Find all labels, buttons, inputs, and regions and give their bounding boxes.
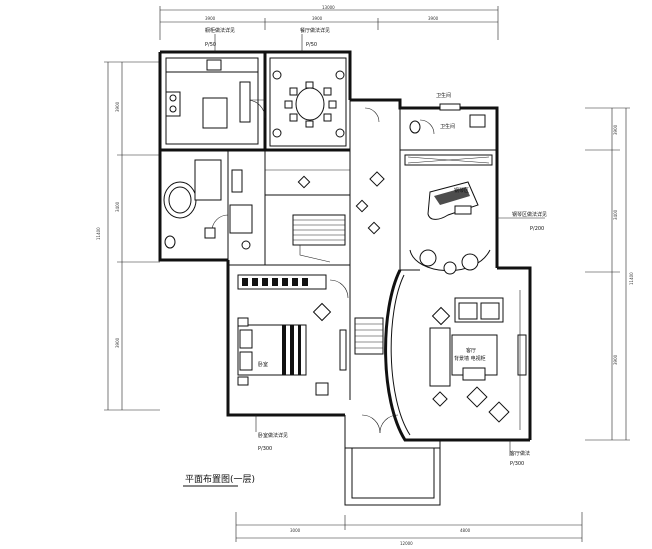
living-center-label: 背景墙 电视柜: [454, 355, 486, 362]
dim-right-seg-3: 3900: [613, 354, 618, 365]
bedroom-code: P/300: [258, 446, 272, 452]
left-dimension-lines: 11400 3900 3400 3900: [96, 61, 160, 411]
dining-callout: 餐厅做法详见: [300, 27, 330, 34]
hall-fixtures: [265, 169, 385, 235]
dining-code: P/50: [306, 42, 317, 48]
dining-plant-icon: [272, 70, 345, 138]
kitchen-callout: 橱柜做法详见: [205, 27, 235, 34]
bathroom: [163, 159, 253, 250]
living-room-label: 客厅: [466, 347, 476, 354]
dim-top-overall: 13000: [322, 5, 335, 10]
piano-callout: 钢琴区做法详见: [512, 211, 547, 218]
dining-room: [269, 57, 347, 147]
top-dimension-lines: 13000 3900 3900 3900: [159, 5, 499, 40]
right-dimension-lines: 11400 3900 3400 3900: [585, 107, 634, 441]
piano-room: [404, 103, 493, 275]
bedroom-chair: [315, 382, 329, 396]
kitchen-sink: [206, 59, 222, 71]
kitchen-island: [202, 97, 228, 129]
dim-left-overall: 11400: [96, 227, 101, 240]
staircase: [292, 214, 384, 355]
dim-right-overall: 11400: [629, 272, 634, 285]
dim-top-seg-3: 3900: [428, 16, 439, 21]
bedroom-callout: 卧室做法详见: [258, 432, 288, 439]
dim-left-seg-1: 3900: [115, 101, 120, 112]
piano-room-label: 钢琴区: [454, 187, 469, 194]
dim-right-seg-2: 3400: [613, 209, 618, 220]
dim-top-seg-1: 3900: [205, 16, 216, 21]
bottom-dimension-lines: 3000 4800 12000: [235, 512, 583, 546]
dining-table: [295, 87, 325, 121]
tv-cabinet: [517, 334, 527, 376]
dim-bottom-seg-2: 4800: [460, 528, 471, 533]
dim-bottom-overall: 12000: [400, 541, 413, 546]
dim-right-seg-1: 3900: [613, 124, 618, 135]
dim-left-seg-2: 3400: [115, 201, 120, 212]
interior-walls: [160, 52, 497, 442]
living-code: P/300: [510, 461, 524, 467]
vanity: [231, 169, 243, 193]
top-room-label: 卫生间: [440, 123, 455, 130]
drawing-title: 平面布置图(一层): [185, 473, 255, 485]
top-corner-label: 卫生间: [436, 92, 451, 99]
dim-top-seg-2: 3900: [312, 16, 323, 21]
callouts: 橱柜做法详见 P/50 餐厅做法详见 P/50 钢琴区做法详见 P/200 卧室…: [205, 27, 547, 467]
dim-bottom-seg-1: 3000: [290, 528, 301, 533]
piano-code: P/200: [530, 226, 544, 232]
bedroom-label: 卧室: [258, 361, 268, 368]
bedroom-tv: [339, 329, 347, 371]
living-room: [429, 290, 527, 430]
armchair-right: [461, 253, 479, 271]
living-sofa-left: [429, 327, 451, 387]
bedroom: [237, 274, 347, 396]
dim-left-seg-3: 3900: [115, 337, 120, 348]
living-callout: 客厅做法: [510, 450, 530, 457]
toilet: [164, 235, 176, 249]
kitchen-code: P/50: [205, 42, 216, 48]
armchair-left: [419, 249, 437, 267]
kitchen: [165, 57, 259, 145]
toilet-top: [469, 114, 486, 128]
